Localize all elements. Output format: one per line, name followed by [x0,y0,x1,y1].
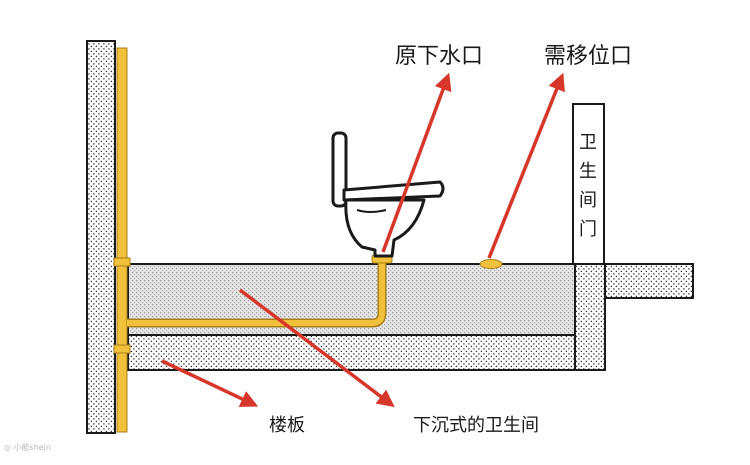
riser-pipe-coupling-lower [113,344,131,354]
label-original-drain: 原下水口 [395,44,484,69]
corridor-slab [604,263,694,299]
label-floor-slab: 楼板 [269,415,305,436]
toilet [331,131,445,258]
bathroom-door [572,103,605,265]
label-door-char-3: 间 [579,190,597,211]
label-door-char-4: 门 [579,219,597,240]
label-new-drain: 需移位口 [544,44,633,69]
label-door-char-1: 卫 [579,132,597,153]
floor-slab [127,334,576,371]
riser-pipe [116,47,128,433]
arrow-new-drain [487,72,565,259]
arrow-floor-slab [161,359,259,407]
step-wall [574,263,606,371]
arrow-original-drain [381,72,452,253]
label-door-char-2: 生 [579,161,597,182]
left-wall [86,40,116,434]
riser-pipe-coupling-upper [113,257,131,267]
arrow-sunken-bathroom [238,288,395,408]
label-sunken-bathroom: 下沉式的卫生间 [413,415,539,436]
new-drain-outlet [479,259,503,269]
watermark: ◎ 小能shejn [4,443,51,452]
